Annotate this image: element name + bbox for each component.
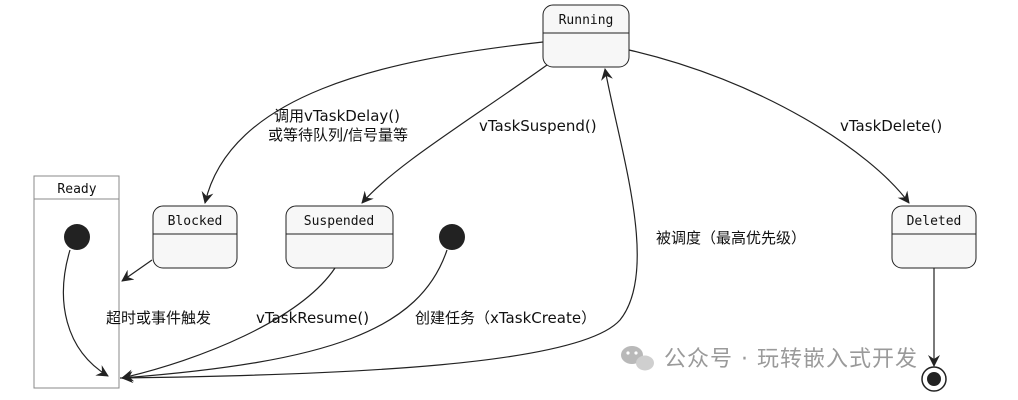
- deleted-state: Deleted: [891, 205, 977, 269]
- edge-blocked-to-ready: [121, 259, 153, 282]
- blocked-state: Blocked: [152, 205, 238, 269]
- delete-label: vTaskDelete(): [840, 117, 942, 135]
- timeout-label: 超时或事件触发: [106, 309, 211, 327]
- delay-label-line2: 或等待队列/信号量等: [268, 126, 408, 144]
- delay-label-line1: 调用vTaskDelay(): [274, 107, 400, 125]
- suspended-state: Suspended: [285, 205, 394, 269]
- ready-state: Ready: [33, 175, 120, 389]
- suspended-state-label: Suspended: [304, 214, 374, 229]
- deleted-state-label: Deleted: [907, 214, 962, 229]
- schedule-label: 被调度（最高优先级）: [656, 229, 806, 247]
- running-state-label: Running: [559, 13, 614, 28]
- blocked-state-label: Blocked: [168, 214, 223, 229]
- resume-label: vTaskResume(): [256, 309, 369, 327]
- edge-create-to-ready: [121, 249, 448, 384]
- suspend-label: vTaskSuspend(): [479, 117, 597, 135]
- final-node: [921, 366, 947, 392]
- edge-initial-to-ready: [62, 249, 109, 377]
- edge-running-to-deleted: [628, 49, 910, 204]
- running-state: Running: [542, 4, 630, 68]
- edge-running-to-blocked: [201, 41, 544, 204]
- wechat-icon: [621, 346, 654, 371]
- ready-initial-node: [64, 224, 90, 250]
- ready-state-label: Ready: [57, 182, 96, 197]
- edge-ready-to-running: [119, 68, 638, 379]
- watermark: 公众号 · 玩转嵌入式开发: [621, 346, 918, 372]
- edge-suspended-to-ready: [121, 267, 336, 382]
- edge-running-to-suspended: [361, 64, 548, 204]
- watermark-text: 公众号 · 玩转嵌入式开发: [664, 347, 918, 372]
- create-initial-node: [439, 224, 465, 250]
- create-label: 创建任务（xTaskCreate）: [415, 309, 596, 327]
